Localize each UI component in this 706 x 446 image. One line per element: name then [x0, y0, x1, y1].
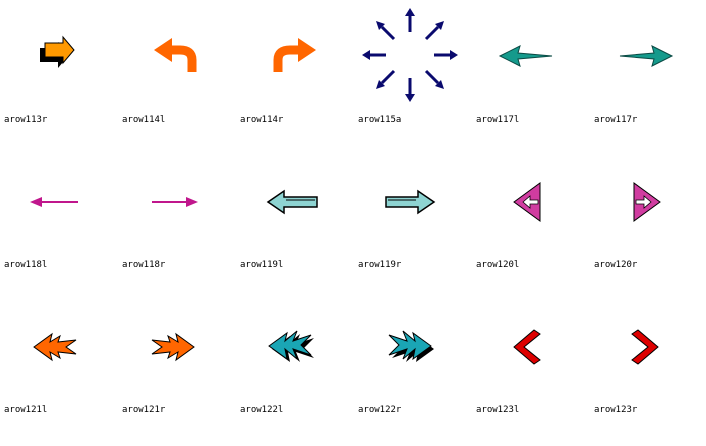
magenta-thin-arrow-left-icon — [30, 197, 78, 207]
icon-label: arow113r — [4, 115, 48, 125]
icon-label: arow114r — [240, 115, 284, 125]
icon-cell-arow113r[interactable]: arow113r — [0, 0, 118, 145]
icon-cell-arow117r[interactable]: arow117r — [590, 0, 706, 145]
teal-arrow-left-icon — [498, 45, 553, 67]
icon-label: arow120r — [594, 260, 638, 270]
icon-cell-arow117l[interactable]: arow117l — [472, 0, 590, 145]
red-chevron-right-icon — [631, 329, 659, 365]
icon-label: arow122r — [358, 405, 402, 415]
icon-label: arow121r — [122, 405, 166, 415]
icon-label: arow123r — [594, 405, 638, 415]
icon-cell-arow118r[interactable]: arow118r — [118, 145, 236, 290]
navy-radiating-arrows-icon — [362, 8, 458, 102]
orange-curved-arrow-left-icon — [154, 38, 197, 72]
icon-label: arow122l — [240, 405, 284, 415]
magenta-triangle-arrow-left-icon — [513, 182, 541, 222]
icon-cell-arow122l[interactable]: arow122l — [236, 290, 354, 435]
teal-feathered-arrow-left-icon — [268, 330, 314, 362]
orange-feathered-arrow-right-icon — [151, 332, 195, 362]
teal-feathered-arrow-right-icon — [388, 330, 434, 362]
icon-label: arow118l — [4, 260, 48, 270]
orange-feathered-arrow-left-icon — [33, 332, 77, 362]
icon-cell-arow120r[interactable]: arow120r — [590, 145, 706, 290]
icon-cell-arow120l[interactable]: arow120l — [472, 145, 590, 290]
red-chevron-left-icon — [513, 329, 541, 365]
icon-label: arow118r — [122, 260, 166, 270]
icon-label: arow117r — [594, 115, 638, 125]
icon-label: arow121l — [4, 405, 48, 415]
magenta-thin-arrow-right-icon — [152, 197, 198, 207]
icon-cell-arow115a[interactable]: arow115a — [354, 0, 472, 145]
orange-shadow-arrow-right-icon — [40, 35, 75, 68]
icon-label: arow115a — [358, 115, 402, 125]
icon-cell-arow119l[interactable]: arow119l — [236, 145, 354, 290]
icon-cell-arow118l[interactable]: arow118l — [0, 145, 118, 290]
icon-label: arow119l — [240, 260, 284, 270]
icon-cell-arow123r[interactable]: arow123r — [590, 290, 706, 435]
icon-label: arow123l — [476, 405, 520, 415]
icon-cell-arow114l[interactable]: arow114l — [118, 0, 236, 145]
icon-label: arow119r — [358, 260, 402, 270]
icon-label: arow120l — [476, 260, 520, 270]
icon-cell-arow123l[interactable]: arow123l — [472, 290, 590, 435]
icon-cell-arow121r[interactable]: arow121r — [118, 290, 236, 435]
icon-cell-arow121l[interactable]: arow121l — [0, 290, 118, 435]
icon-label: arow117l — [476, 115, 520, 125]
icon-cell-arow119r[interactable]: arow119r — [354, 145, 472, 290]
teal-arrow-right-icon — [619, 45, 674, 67]
icon-label: arow114l — [122, 115, 166, 125]
light-teal-block-arrow-right-icon — [385, 189, 436, 215]
light-teal-block-arrow-left-icon — [266, 189, 318, 215]
icon-cell-arow122r[interactable]: arow122r — [354, 290, 472, 435]
magenta-triangle-arrow-right-icon — [633, 182, 661, 222]
orange-curved-arrow-right-icon — [273, 38, 316, 72]
icon-cell-arow114r[interactable]: arow114r — [236, 0, 354, 145]
